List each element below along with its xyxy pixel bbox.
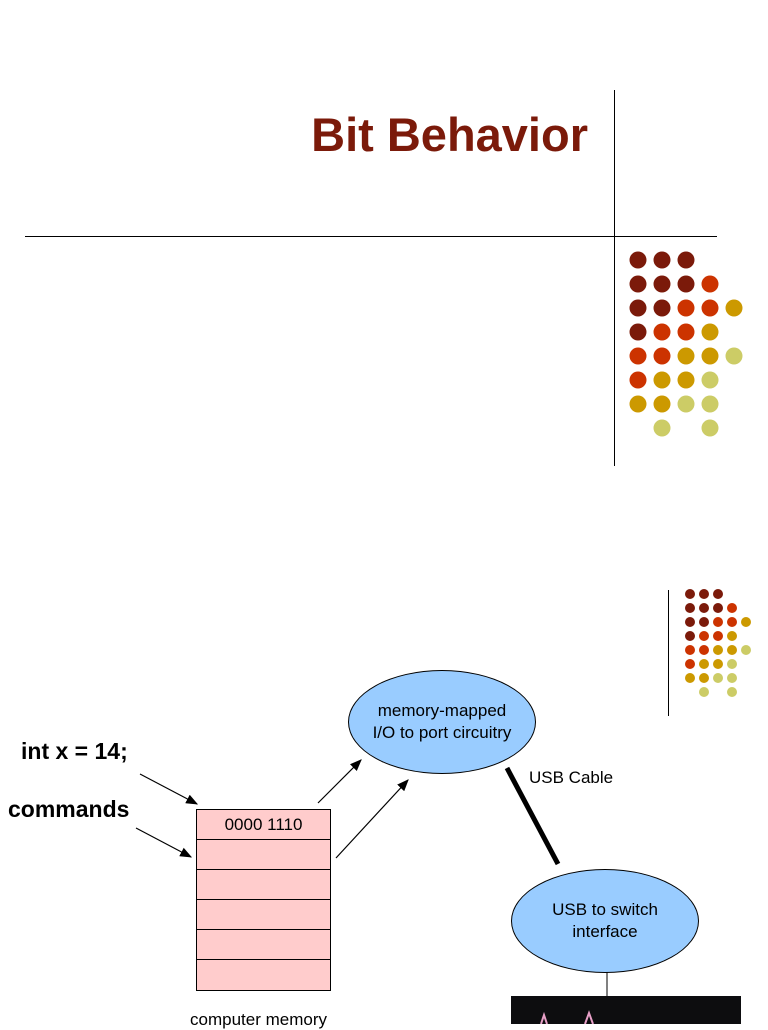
arrow-memory-to-io-1	[317, 759, 362, 804]
decor-dot	[629, 275, 647, 293]
decor-dot	[699, 659, 709, 669]
title-divider-horizontal	[25, 236, 717, 237]
decor-dot	[701, 323, 719, 341]
decor-dot	[701, 395, 719, 413]
device-detail	[540, 1010, 594, 1024]
decor-dot	[699, 603, 709, 613]
decor-dot	[653, 419, 671, 437]
usb-cable-line	[504, 766, 561, 866]
decor-dot	[629, 347, 647, 365]
decor-dot	[713, 659, 723, 669]
decor-dot	[727, 659, 737, 669]
decor-dot	[699, 617, 709, 627]
decor-dot	[725, 347, 743, 365]
decor-dot	[685, 645, 695, 655]
memory-cell	[197, 870, 330, 900]
memory-cell	[197, 900, 330, 930]
decor-dot	[685, 603, 695, 613]
decor-dot	[741, 645, 751, 655]
decor-dot	[653, 395, 671, 413]
decor-dot	[741, 617, 751, 627]
decor-dot	[701, 419, 719, 437]
usb-interface-text: USB to switch interface	[552, 900, 658, 941]
switch-device-photo	[511, 996, 741, 1024]
decor-dot	[629, 395, 647, 413]
decor-dot	[677, 347, 695, 365]
decor-dot	[677, 299, 695, 317]
decor-dot	[699, 687, 709, 697]
decor-dot	[653, 347, 671, 365]
title-divider-vertical	[614, 90, 615, 466]
decor-dot	[653, 323, 671, 341]
usb-interface-bubble: USB to switch interface	[511, 869, 699, 973]
code-label: int x = 14;	[21, 738, 128, 764]
decor-dot	[701, 371, 719, 389]
decor-dot	[685, 617, 695, 627]
decor-dot	[725, 299, 743, 317]
decor-dot	[727, 631, 737, 641]
decor-dot	[713, 589, 723, 599]
decor-dot	[699, 645, 709, 655]
decor-dot	[677, 251, 695, 269]
decor-dot	[653, 299, 671, 317]
decor-dot	[685, 673, 695, 683]
decor-dot	[713, 603, 723, 613]
slide-title: Bit Behavior	[311, 108, 588, 161]
memory-cell: 0000 1110	[197, 810, 330, 840]
io-bubble: memory-mapped I/O to port circuitry	[348, 670, 536, 774]
decor-dot	[727, 687, 737, 697]
slide2-divider-vertical	[668, 590, 669, 716]
decor-dot	[685, 589, 695, 599]
decor-dot	[699, 673, 709, 683]
commands-label: commands	[8, 796, 130, 822]
decor-dot	[629, 299, 647, 317]
decor-dot	[727, 645, 737, 655]
decor-dot	[713, 617, 723, 627]
decor-dot	[713, 631, 723, 641]
decor-dot	[653, 251, 671, 269]
decor-dot	[701, 347, 719, 365]
decor-dot	[713, 645, 723, 655]
decor-dot	[727, 603, 737, 613]
memory-cell	[197, 930, 330, 960]
decor-dot	[677, 395, 695, 413]
decor-dot	[727, 617, 737, 627]
decor-dot	[685, 659, 695, 669]
decor-dot	[677, 323, 695, 341]
decor-dot	[699, 631, 709, 641]
usb-cable-label: USB Cable	[529, 768, 614, 787]
io-bubble-text: memory-mapped I/O to port circuitry	[372, 701, 512, 742]
decor-dot	[653, 275, 671, 293]
decor-dot	[727, 673, 737, 683]
decor-dot	[653, 371, 671, 389]
arrow-memory-to-io-2	[335, 779, 409, 859]
decor-dot	[677, 371, 695, 389]
decor-dot	[701, 299, 719, 317]
arrow-commands-to-memory	[135, 827, 193, 858]
computer-memory-block: 0000 1110	[196, 809, 331, 991]
decor-dot	[699, 589, 709, 599]
decor-dot	[629, 251, 647, 269]
arrow-code-to-memory	[139, 773, 199, 805]
decor-dot	[677, 275, 695, 293]
memory-cell	[197, 840, 330, 870]
decor-dot	[629, 323, 647, 341]
decor-dot	[701, 275, 719, 293]
decor-dot	[629, 371, 647, 389]
decor-dot	[685, 631, 695, 641]
decor-dot	[713, 673, 723, 683]
